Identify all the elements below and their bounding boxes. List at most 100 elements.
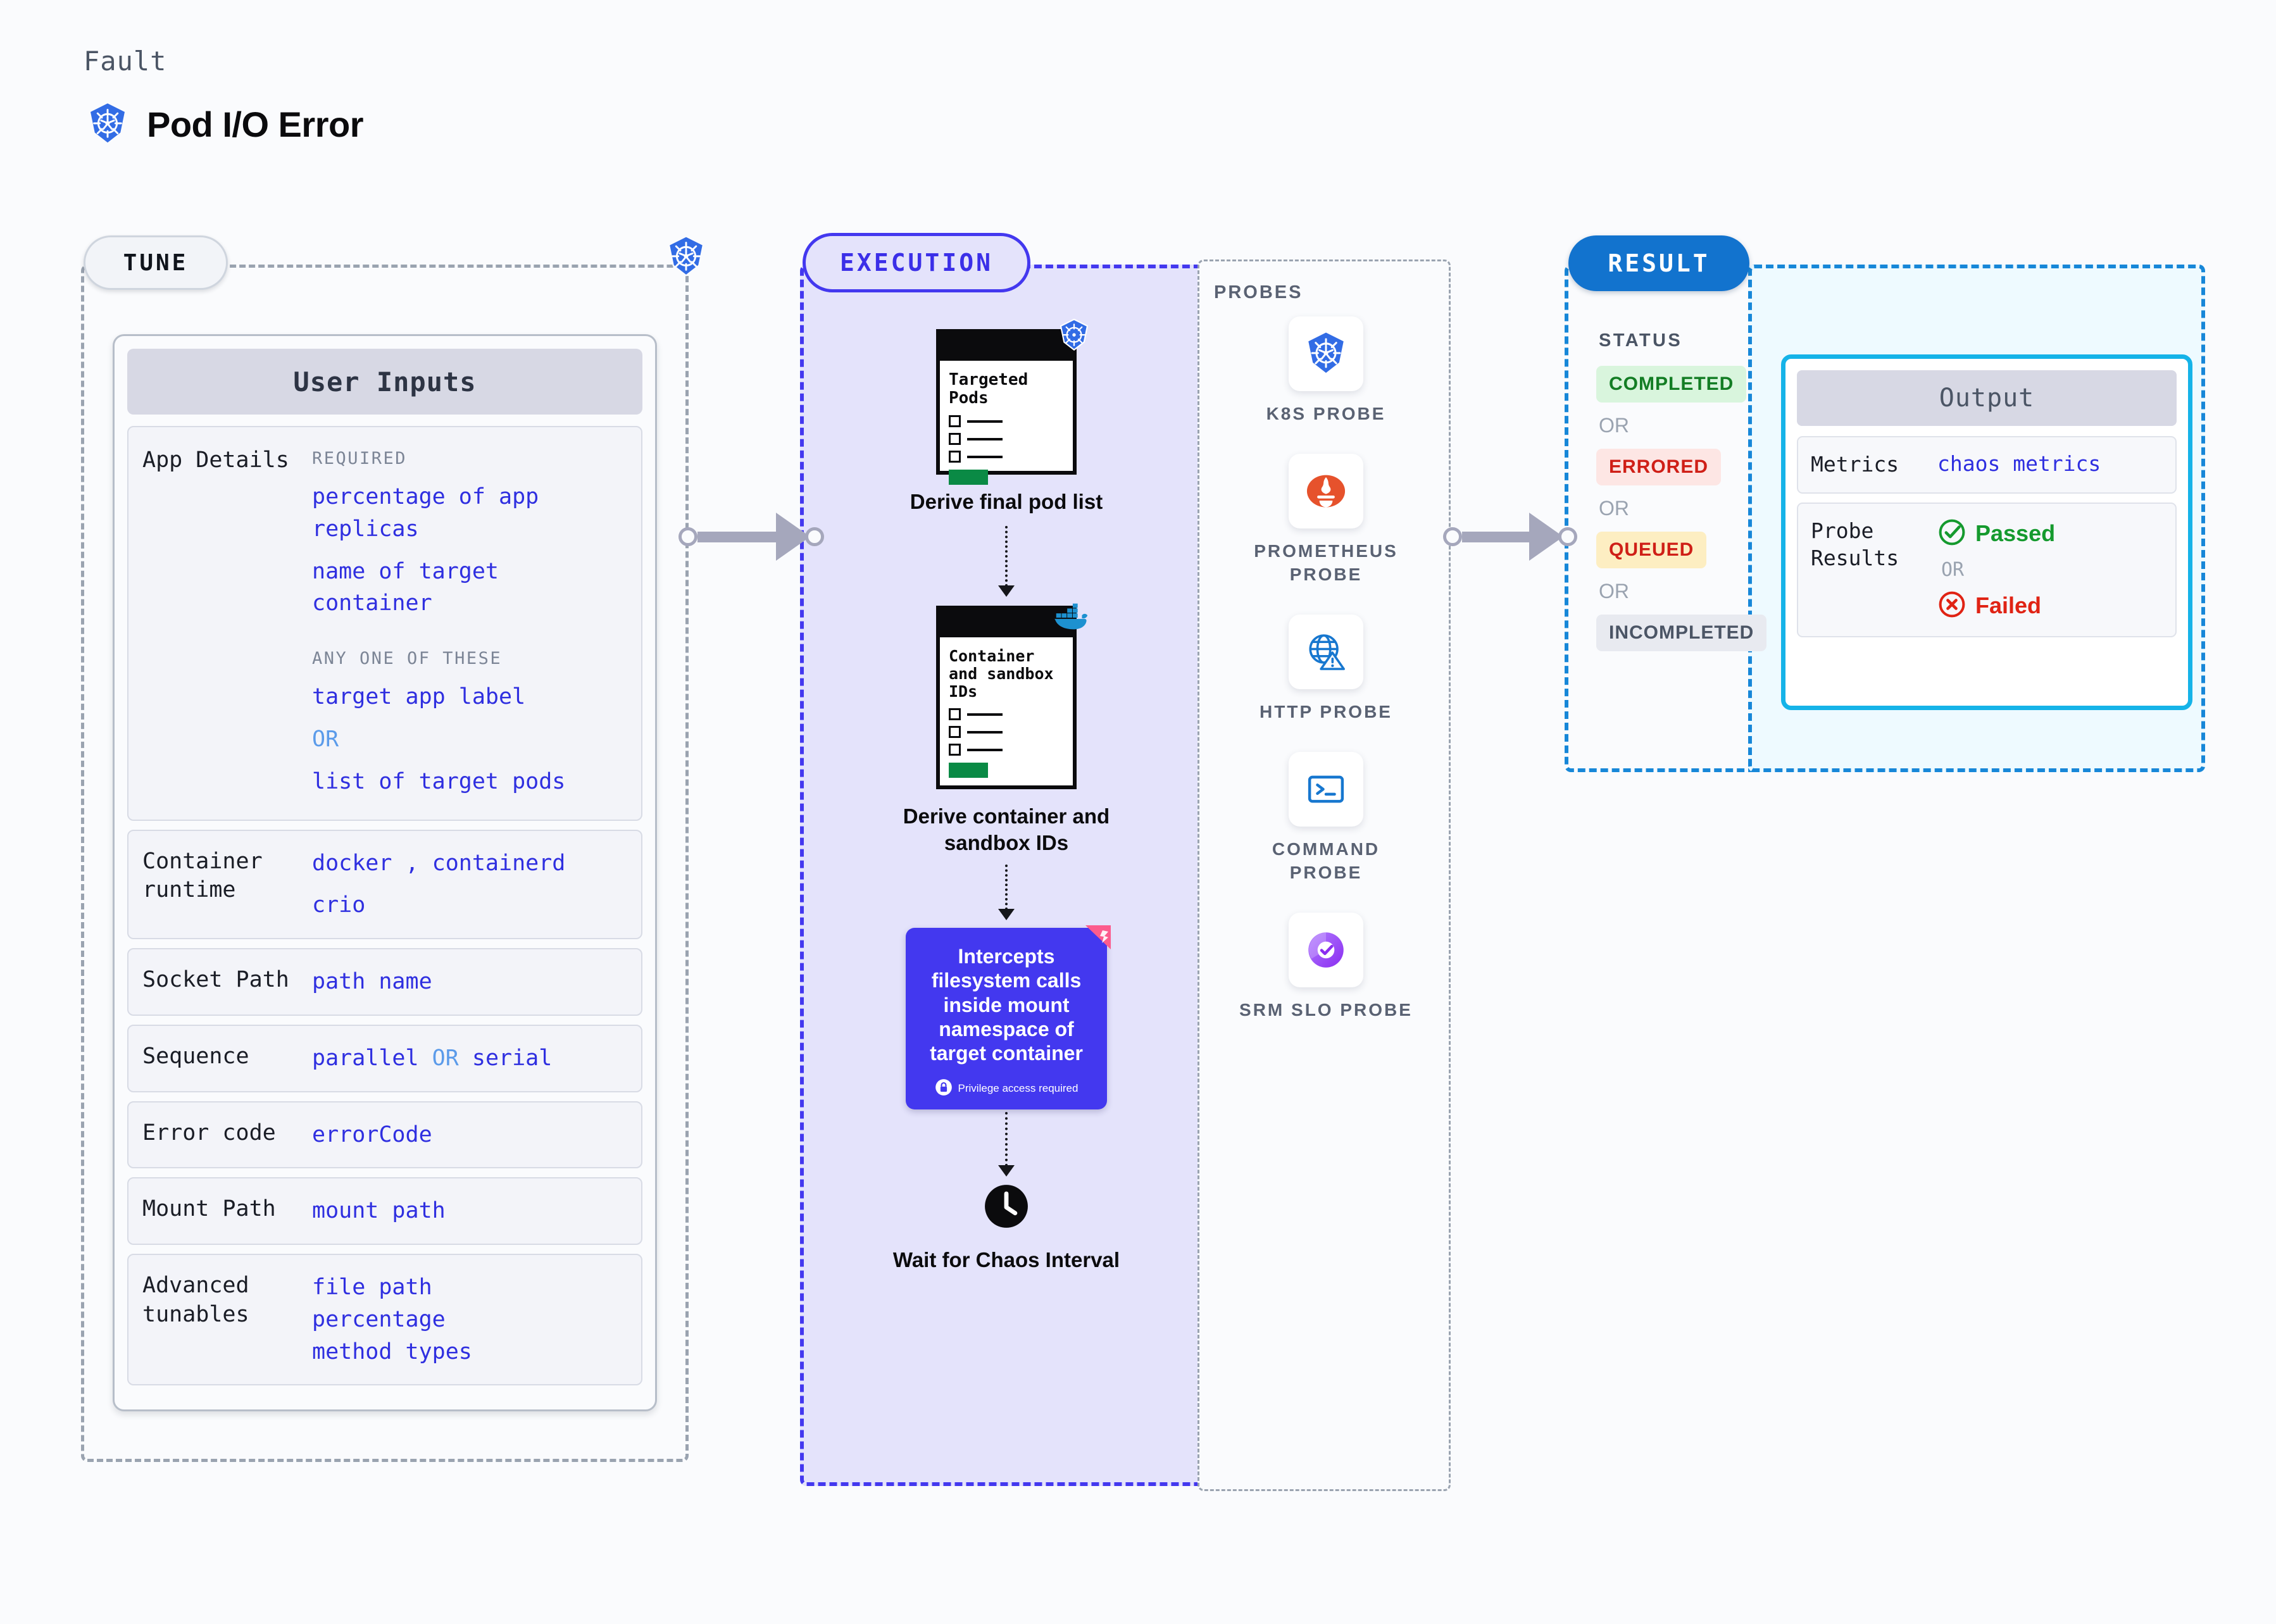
connector-arrowhead [776, 513, 810, 561]
connector-execution-to-result [1443, 513, 1577, 561]
output-rows: Metrics chaos metrics Probe Results Pass… [1797, 436, 2177, 637]
probe-http[interactable]: HTTP PROBE [1234, 614, 1418, 724]
input-row-key: Container runtime [142, 848, 263, 903]
card-checklist [949, 415, 1064, 463]
probe-result-passed: Passed [1937, 518, 2163, 550]
connector-tune-to-execution [678, 513, 824, 561]
input-row-container-runtime[interactable]: Container runtime docker , containerd cr… [127, 829, 642, 940]
output-row-value: Passed OR Failed [1937, 518, 2163, 622]
input-row-key: Socket Path [142, 967, 289, 993]
checkbox-icon [949, 744, 961, 756]
connector-start-dot [1443, 527, 1462, 546]
card-titlebar [940, 609, 1073, 638]
privilege-note: Privilege access required [917, 1078, 1096, 1099]
status-badge: INCOMPLETED [1596, 615, 1767, 651]
status-separator: OR [1599, 497, 1629, 520]
user-inputs-rows: App Details REQUIRED percentage of app r… [127, 426, 642, 1386]
input-value-line: list of target pods [312, 768, 566, 794]
probe-k8s[interactable]: K8S PROBE [1234, 316, 1418, 426]
card-title: Targeted Pods [949, 370, 1029, 408]
input-value-parallel: parallel [312, 1045, 432, 1071]
probe-prometheus[interactable]: PROMETHEUS PROBE [1234, 453, 1418, 587]
checkbox-icon [949, 415, 961, 428]
input-row-value: errorCode [312, 1121, 432, 1147]
output-row-metrics[interactable]: Metrics chaos metrics [1797, 436, 2177, 494]
tune-pill[interactable]: TUNE [84, 235, 228, 290]
wait-node [873, 1183, 1139, 1233]
probe-srm-slo[interactable]: SRM SLO PROBE [1234, 912, 1418, 1022]
status-badge: QUEUED [1596, 532, 1707, 568]
input-row-key: Mount Path [142, 1196, 276, 1222]
connector-arrowhead [1529, 513, 1563, 561]
list-item [949, 451, 1064, 463]
terminal-icon [1289, 751, 1363, 827]
prometheus-icon [1289, 453, 1363, 528]
input-row-mount-path[interactable]: Mount Path mount path [127, 1177, 642, 1246]
user-inputs-card: User Inputs App Details REQUIRED percent… [113, 334, 657, 1411]
fault-title-row: Pod I/O Error [85, 101, 364, 147]
docker-icon [1051, 601, 1091, 635]
page-title: Pod I/O Error [147, 104, 364, 144]
probes-title: PROBES [1214, 282, 1303, 303]
probe-label: COMMAND PROBE [1272, 839, 1380, 882]
checkbox-icon [949, 708, 961, 721]
input-row-advanced-tunables[interactable]: Advanced tunables file path percentage m… [127, 1254, 642, 1386]
flow-node-label: Wait for Chaos Interval [892, 1247, 1120, 1271]
input-value-line: target app label [312, 684, 526, 710]
user-inputs-header: User Inputs [127, 349, 642, 415]
input-subhead-required: REQUIRED [312, 449, 408, 468]
placeholder-rule [967, 730, 1003, 734]
globe-warning-icon [1289, 614, 1363, 689]
input-row-error-code[interactable]: Error code errorCode [127, 1101, 642, 1169]
output-card: Output Metrics chaos metrics Probe Resul… [1781, 354, 2192, 710]
action-card: Intercepts filesystem calls inside mount… [906, 925, 1111, 1109]
placeholder-rule [967, 748, 1003, 751]
connector-end-dot [1558, 527, 1577, 546]
status-title: STATUS [1599, 330, 1683, 351]
status-badge: ERRORED [1596, 449, 1722, 485]
input-row-value: mount path [312, 1198, 446, 1224]
flow-arrow [873, 864, 1139, 920]
input-row-socket-path[interactable]: Socket Path path name [127, 948, 642, 1016]
flow-node-label: Derive container and sandbox IDs [903, 804, 1110, 854]
output-row-probe-results[interactable]: Probe Results Passed OR [1797, 502, 2177, 637]
kubernetes-icon [85, 101, 130, 147]
input-value-line: percentage [312, 1306, 446, 1332]
status-badges: COMPLETED OR ERRORED OR QUEUED OR INCOMP… [1596, 366, 1767, 651]
flow-arrow [873, 1111, 1139, 1177]
card-body: Targeted Pods [940, 361, 1073, 491]
status-separator: OR [1599, 580, 1629, 603]
input-value-line: file path [312, 1275, 432, 1301]
kubernetes-icon [1289, 316, 1363, 391]
input-row-key: Advanced tunables [142, 1273, 249, 1327]
check-circle-icon [1937, 518, 1966, 550]
probe-result-label: Failed [1975, 592, 2042, 619]
placeholder-rule [967, 420, 1003, 423]
card-checklist [949, 708, 1064, 756]
placeholder-rule [967, 437, 1003, 440]
input-row-key: App Details [142, 447, 289, 473]
placeholder-rule [967, 455, 1003, 458]
card-title: Container and sandbox IDs [949, 647, 1054, 701]
card-body: Container and sandbox IDs [940, 637, 1073, 784]
input-row-value: REQUIRED percentage of app replicas name… [312, 446, 627, 798]
input-subhead-any-one: ANY ONE OF THESE [312, 649, 503, 669]
probe-label: PROMETHEUS PROBE [1254, 540, 1398, 584]
input-row-sequence[interactable]: Sequence parallel OR serial [127, 1024, 642, 1092]
checkbox-icon [949, 451, 961, 463]
result-pill[interactable]: RESULT [1568, 235, 1749, 291]
execution-pill[interactable]: EXECUTION [803, 233, 1030, 292]
checkbox-icon [949, 433, 961, 446]
progress-bar [949, 763, 988, 778]
list-item [949, 708, 1064, 721]
probe-command[interactable]: COMMAND PROBE [1234, 751, 1418, 885]
input-row-value: file path percentage method types [312, 1271, 627, 1368]
tune-boundary [81, 265, 689, 1462]
targeted-pods-card: Targeted Pods [936, 318, 1089, 485]
connector-end-dot [805, 527, 824, 546]
probe-result-failed: Failed [1937, 590, 2163, 622]
input-row-app-details[interactable]: App Details REQUIRED percentage of app r… [127, 426, 642, 821]
status-badge: COMPLETED [1596, 366, 1747, 403]
placeholder-rule [967, 713, 1003, 716]
